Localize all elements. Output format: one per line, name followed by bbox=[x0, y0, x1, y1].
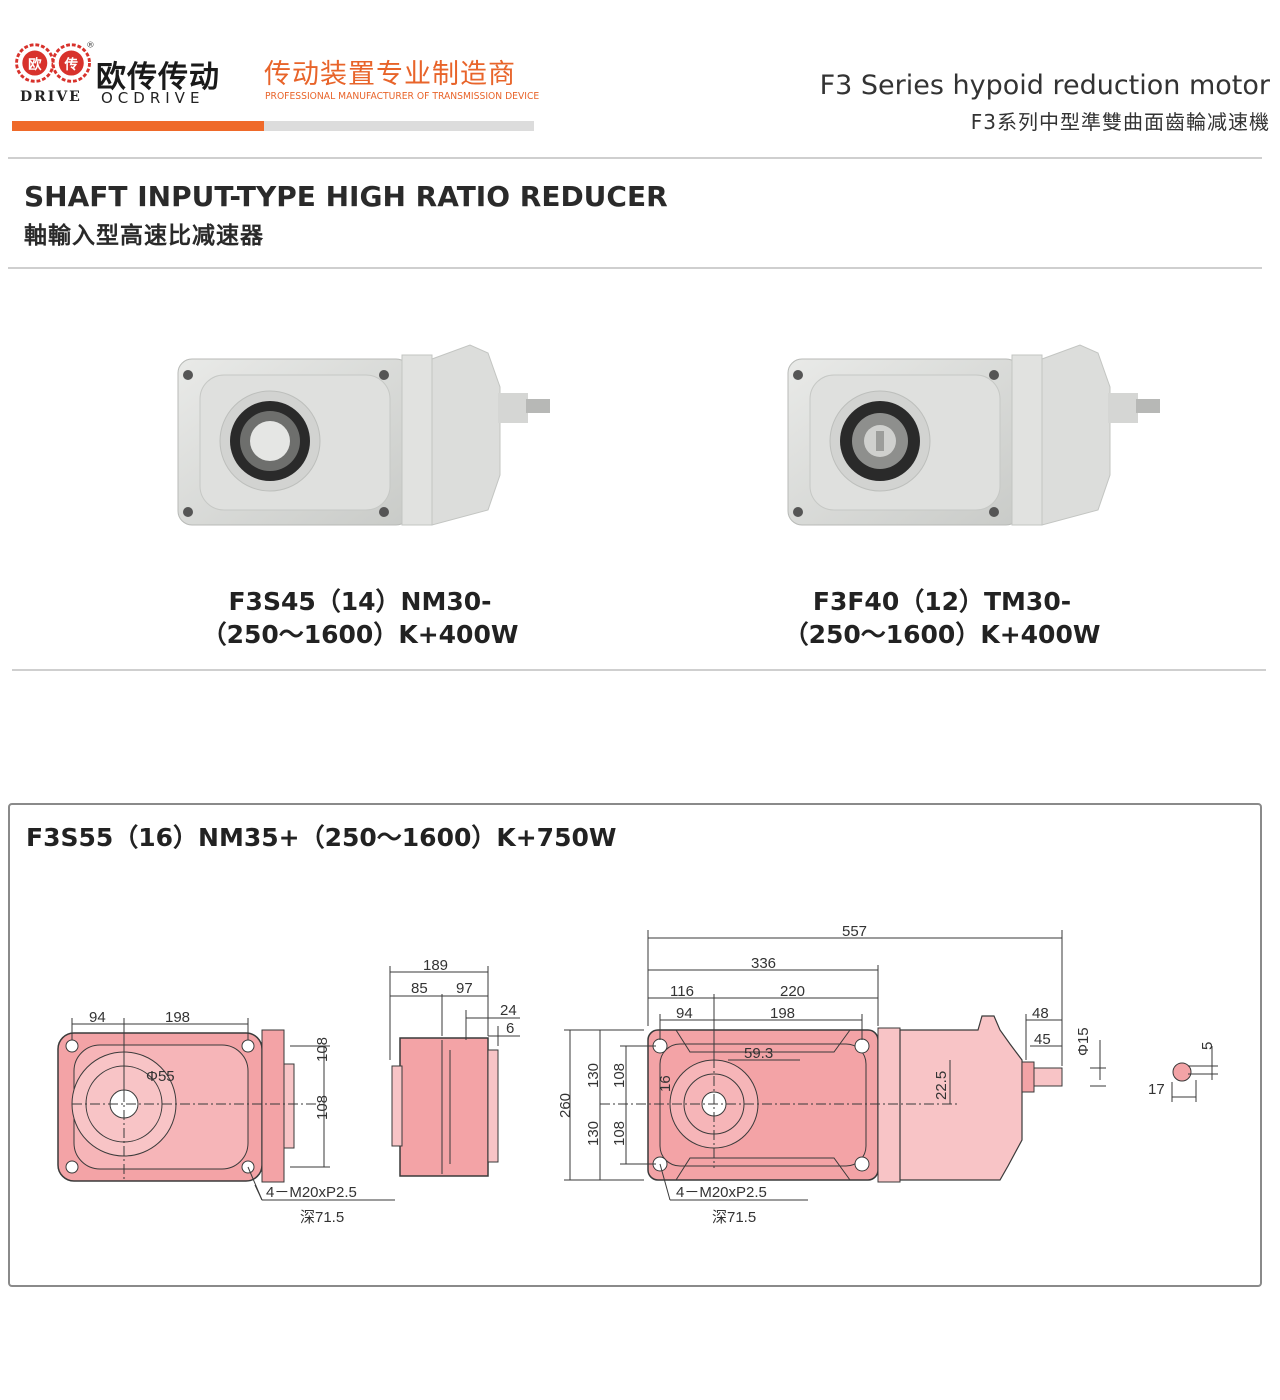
dim-108: 108 bbox=[611, 1063, 628, 1088]
dim-336: 336 bbox=[751, 955, 776, 972]
dim-260: 260 bbox=[557, 1093, 574, 1118]
dim-220: 220 bbox=[780, 983, 805, 1000]
dim-198: 198 bbox=[770, 1005, 795, 1022]
series-title-cn: F3系列中型準雙曲面齒輪减速機 bbox=[970, 110, 1270, 134]
side-view bbox=[389, 966, 520, 1177]
divider bbox=[8, 157, 1262, 159]
registered-mark: ® bbox=[87, 40, 94, 50]
dim-48: 48 bbox=[1032, 1005, 1049, 1022]
shaft-key-view bbox=[1171, 1046, 1218, 1102]
section-title-cn: 軸輸入型高速比减速器 bbox=[24, 223, 264, 249]
dim-5: 5 bbox=[1199, 1042, 1216, 1050]
slogan-en: PROFESSIONAL MANUFACTURER OF TRANSMISSIO… bbox=[265, 91, 540, 102]
dim-557: 557 bbox=[842, 923, 867, 940]
dim-130: 130 bbox=[585, 1063, 602, 1088]
dim-108: 108 bbox=[314, 1095, 331, 1120]
dim-94: 94 bbox=[676, 1005, 693, 1022]
dim-189: 189 bbox=[423, 957, 448, 974]
dim-22-5: 22.5 bbox=[933, 1071, 950, 1100]
dim-24: 24 bbox=[500, 1002, 517, 1019]
dim-94: 94 bbox=[89, 1009, 106, 1026]
dim-97: 97 bbox=[456, 980, 473, 997]
front-view bbox=[57, 1018, 395, 1201]
dim-6: 6 bbox=[506, 1020, 514, 1037]
dim-116: 116 bbox=[670, 983, 694, 1000]
dim-198: 198 bbox=[165, 1009, 190, 1026]
slogan-cn: 传动装置专业制造商 bbox=[264, 59, 516, 90]
product-photo-f3f40 bbox=[787, 344, 1160, 526]
dim-108: 108 bbox=[314, 1037, 331, 1062]
logo-glyph-left: 欧 bbox=[28, 56, 42, 72]
header-gray-bar bbox=[264, 121, 534, 131]
dim-85: 85 bbox=[411, 980, 428, 997]
brand-logo-icon: 欧 传 ® bbox=[15, 40, 94, 83]
product-caption-f3s45: F3S45（14）NM30- （250～1600）K+400W bbox=[140, 585, 580, 651]
header-accent-bar bbox=[12, 121, 264, 131]
section-title-en: SHAFT INPUT-TYPE HIGH RATIO REDUCER bbox=[24, 180, 668, 213]
dim-59-3: 59.3 bbox=[744, 1045, 773, 1062]
series-title-en: F3 Series hypoid reduction motor bbox=[819, 70, 1270, 101]
thread-depth: 深71.5 bbox=[712, 1209, 756, 1226]
logo-glyph-right: 传 bbox=[64, 56, 79, 72]
dim-17: 17 bbox=[1148, 1081, 1165, 1098]
drawing-title: F3S55（16）NM35+（250～1600）K+750W bbox=[26, 823, 617, 852]
model-line: （250～1600）K+400W bbox=[201, 620, 519, 649]
brand-name-cn: 欧传传动 bbox=[96, 60, 220, 95]
dim-16: 16 bbox=[657, 1075, 674, 1092]
product-photo-f3s45 bbox=[177, 344, 550, 526]
main-view bbox=[564, 930, 1106, 1201]
thread-depth: 深71.5 bbox=[300, 1209, 344, 1226]
dim-45: 45 bbox=[1034, 1031, 1051, 1048]
thread-spec: 4－M20xP2.5 bbox=[676, 1184, 767, 1201]
bore-diameter: Φ55 bbox=[146, 1068, 175, 1085]
dim-130: 130 bbox=[585, 1121, 602, 1146]
dim-phi15: Φ15 bbox=[1075, 1027, 1092, 1056]
model-line: （250～1600）K+400W bbox=[783, 620, 1101, 649]
divider bbox=[12, 669, 1266, 671]
divider bbox=[8, 267, 1262, 269]
model-line: F3S45（14）NM30- bbox=[228, 587, 492, 616]
brand-name-en-right: OCDRIVE bbox=[101, 89, 205, 107]
dim-108: 108 bbox=[611, 1121, 628, 1146]
model-line: F3F40（12）TM30- bbox=[812, 587, 1072, 616]
product-caption-f3f40: F3F40（12）TM30- （250～1600）K+400W bbox=[722, 585, 1162, 651]
brand-name-en-left: DRIVE bbox=[20, 89, 82, 105]
thread-spec: 4－M20xP2.5 bbox=[266, 1184, 357, 1201]
